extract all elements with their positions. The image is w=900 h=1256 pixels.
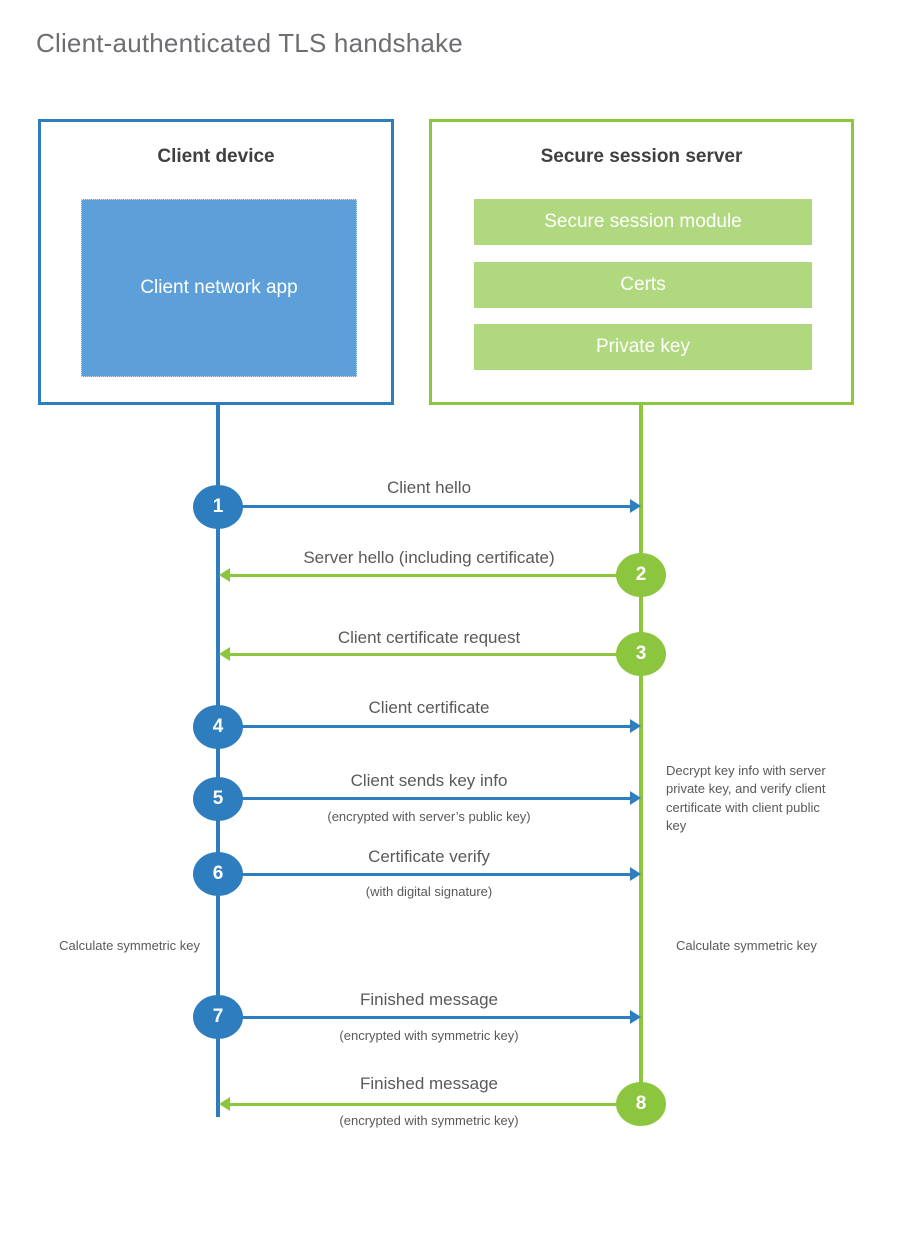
arrow-head-right-7 [630,1010,641,1024]
secure-session-server-title: Secure session server [540,146,743,167]
message-line-8 [230,1103,630,1106]
message-line-1 [230,505,630,508]
client-device-title: Client device [157,146,275,167]
arrow-head-right-4 [630,719,641,733]
message-line-4 [230,725,630,728]
client-device-box: Client device Client network app [38,119,394,405]
step-circle-7[interactable]: 7 [193,995,243,1039]
message-line-5 [230,797,630,800]
arrow-head-left-2 [219,568,230,582]
arrow-head-right-1 [630,499,641,513]
step-circle-5[interactable]: 5 [193,777,243,821]
message-label-3: Client certificate request [337,628,521,647]
message-sublabel-6: (with digital signature) [365,884,493,899]
secure-session-server-box: Secure session server Secure session mod… [429,119,854,405]
message-label-7: Finished message [360,990,498,1009]
server-module-private-key: Private key [474,324,812,370]
step-circle-8[interactable]: 8 [616,1082,666,1126]
page-title: Client-authenticated TLS handshake [36,28,463,58]
message-line-7 [230,1016,630,1019]
server-decrypt-note: Decrypt key info with server private key… [666,763,826,834]
message-sublabel-8: (encrypted with symmetric key) [339,1113,519,1128]
message-label-2: Server hello (including certificate) [303,548,555,567]
message-line-2 [230,574,630,577]
message-label-8: Finished message [360,1074,498,1093]
arrow-head-right-6 [630,867,641,881]
step-circle-2[interactable]: 2 [616,553,666,597]
server-module-certs: Certs [474,262,812,308]
client-lifeline [216,405,220,1117]
message-label-1: Client hello [386,478,472,497]
arrow-head-left-3 [219,647,230,661]
step-circle-3[interactable]: 3 [616,632,666,676]
message-sublabel-5: (encrypted with server’s public key) [327,809,531,824]
server-calculate-symmetric-key-note: Calculate symmetric key [676,938,817,953]
arrow-head-left-8 [219,1097,230,1111]
message-label-4: Client certificate [368,698,490,717]
client-calculate-symmetric-key-note: Calculate symmetric key [59,938,200,953]
arrow-head-right-5 [630,791,641,805]
step-circle-1[interactable]: 1 [193,485,243,529]
server-lifeline [639,405,643,1105]
step-circle-6[interactable]: 6 [193,852,243,896]
message-label-6: Certificate verify [368,847,490,866]
message-line-6 [230,873,630,876]
step-circle-4[interactable]: 4 [193,705,243,749]
message-line-3 [230,653,630,656]
server-module-secure-session-module: Secure session module [474,199,812,245]
message-sublabel-7: (encrypted with symmetric key) [339,1028,519,1043]
client-network-app-block: Client network app [81,199,357,377]
message-label-5: Client sends key info [350,771,508,790]
